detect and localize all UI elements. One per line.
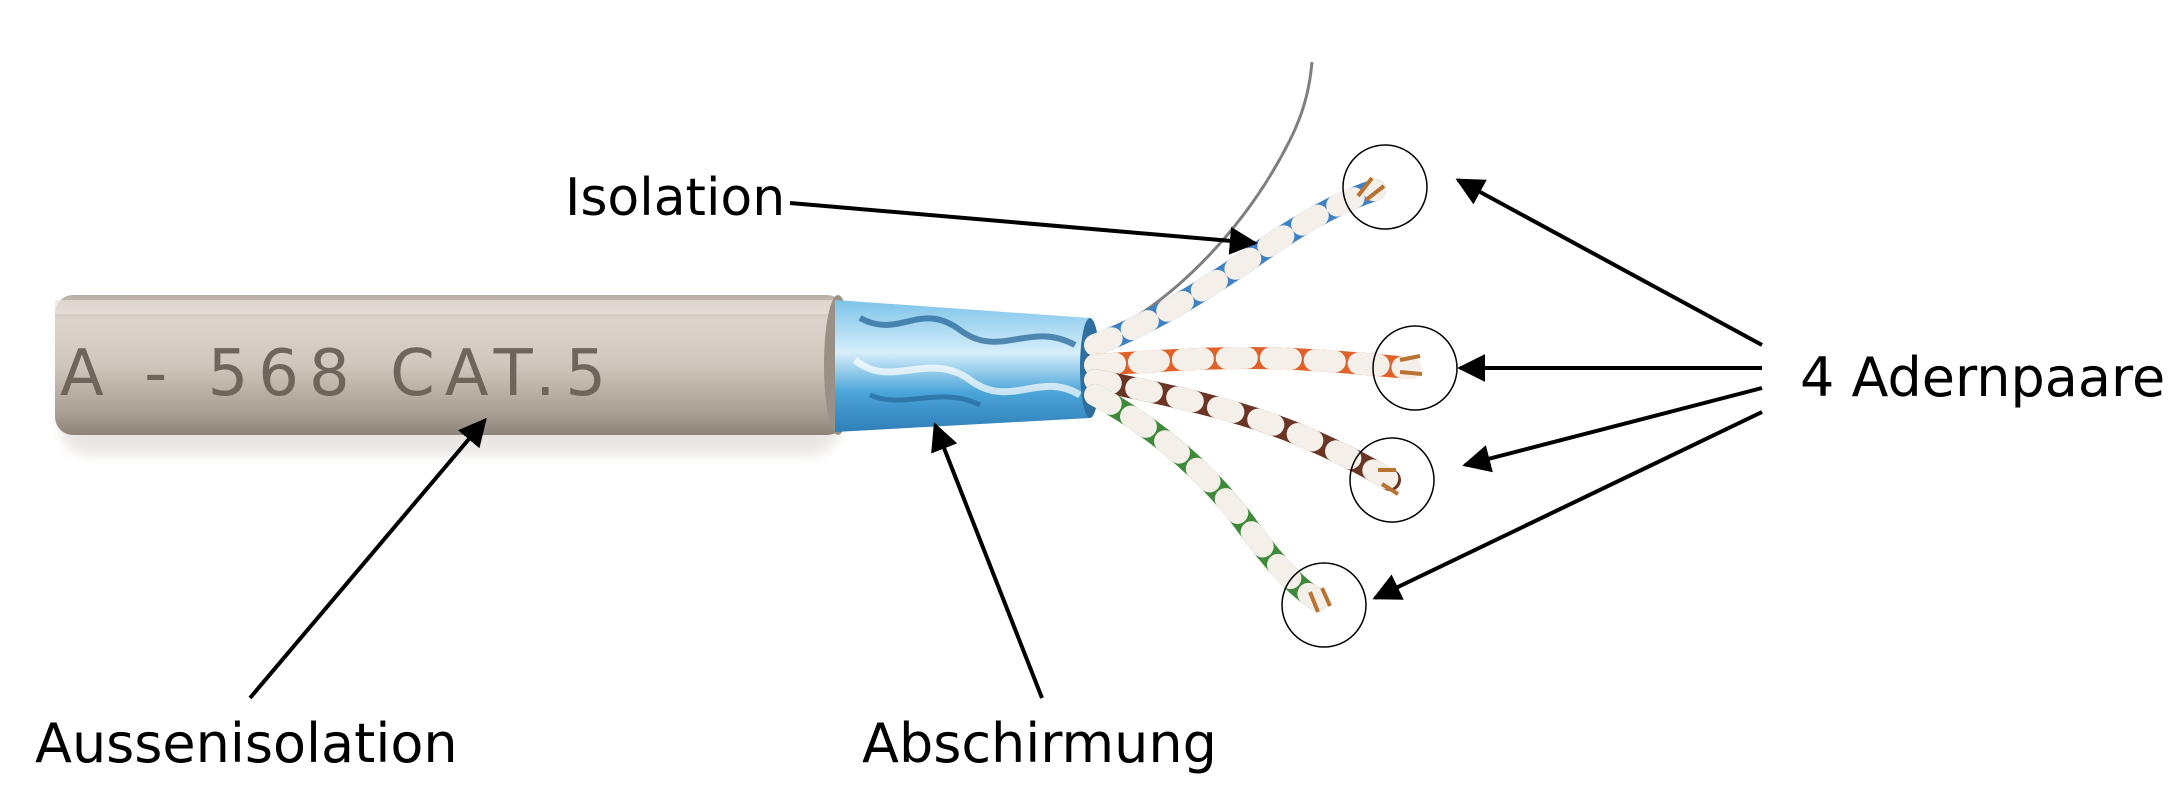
label-outer-isolation: Aussenisolation: [35, 712, 458, 775]
wire-pair-green: [1084, 384, 1332, 613]
arrow-isolation: [789, 201, 1258, 255]
arrow-pairs-3: [1462, 386, 1763, 473]
label-shield: Abschirmung: [862, 712, 1217, 775]
outer-jacket: A - 568 CAT.5: [55, 295, 852, 435]
wire-pair-brown: [1084, 369, 1401, 496]
shield-foil: [835, 300, 1100, 432]
wire-pair-blue: [1084, 176, 1386, 356]
arrow-shield: [931, 422, 1044, 699]
pair-end-circle-3: [1349, 437, 1435, 523]
pair-end-circle-2: [1372, 325, 1458, 411]
drain-wire: [1094, 61, 1314, 342]
cable-print-text: A - 568 CAT.5: [60, 337, 616, 411]
arrow-outer: [248, 417, 487, 700]
annotation-arrows: [248, 178, 1763, 700]
pair-end-circles: [1281, 144, 1458, 648]
pair-end-circle-4: [1281, 562, 1367, 648]
arrow-pairs-4: [1372, 410, 1763, 600]
pair-end-circle-1: [1342, 144, 1428, 230]
label-pairs: 4 Adernpaare: [1800, 346, 2165, 409]
wire-pair-orange: [1084, 346, 1423, 379]
arrow-pairs-1: [1455, 178, 1763, 347]
label-isolation: Isolation: [565, 168, 785, 228]
